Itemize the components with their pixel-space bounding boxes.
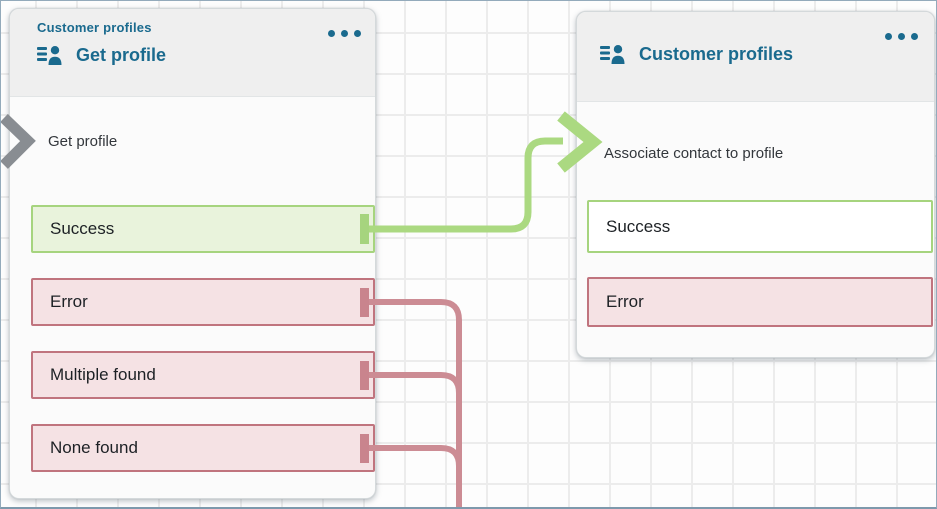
connection-error-line bbox=[364, 299, 462, 507]
connection-success-line bbox=[364, 137, 563, 233]
dot bbox=[354, 30, 361, 37]
branch-error: Error bbox=[587, 277, 933, 327]
block-header[interactable]: Customer profiles bbox=[577, 12, 934, 102]
customer-profiles-icon bbox=[37, 46, 62, 65]
block-title: Customer profiles bbox=[639, 43, 794, 64]
dot bbox=[898, 33, 905, 40]
branch-error: Error bbox=[31, 278, 375, 326]
block-title: Get profile bbox=[76, 44, 167, 65]
block-category-label: Customer profiles bbox=[37, 20, 152, 35]
customer-profiles-icon bbox=[600, 45, 625, 64]
action-row-associate-contact: Associate contact to profile bbox=[604, 131, 783, 175]
branch-success: Success bbox=[587, 200, 933, 253]
block-menu-ellipsis-icon[interactable] bbox=[885, 33, 918, 40]
branch-label: Success bbox=[50, 219, 115, 238]
flow-block-get-profile[interactable]: Customer profiles Get profile Get bbox=[9, 8, 376, 499]
flow-block-customer-profiles[interactable]: Customer profiles Associate contact to p… bbox=[576, 11, 935, 358]
dot bbox=[911, 33, 918, 40]
connection-none-found-line bbox=[364, 445, 462, 467]
dot bbox=[341, 30, 348, 37]
action-row-get-profile: Get profile bbox=[48, 117, 117, 165]
block-header[interactable]: Customer profiles Get profile bbox=[10, 9, 375, 97]
branch-label: None found bbox=[50, 438, 138, 457]
branch-multiple-found: Multiple found bbox=[31, 351, 375, 399]
branch-success: Success bbox=[31, 205, 375, 253]
action-label: Get profile bbox=[48, 132, 118, 150]
branch-none-found: None found bbox=[31, 424, 375, 472]
action-label: Associate contact to profile bbox=[604, 144, 784, 162]
branch-label: Error bbox=[606, 292, 644, 311]
branch-label: Error bbox=[50, 292, 88, 311]
block-menu-ellipsis-icon[interactable] bbox=[328, 30, 361, 37]
branch-label: Multiple found bbox=[50, 365, 156, 384]
branch-label: Success bbox=[606, 216, 671, 236]
dot bbox=[328, 30, 335, 37]
connection-multiple-found-line bbox=[364, 372, 462, 394]
dot bbox=[885, 33, 892, 40]
